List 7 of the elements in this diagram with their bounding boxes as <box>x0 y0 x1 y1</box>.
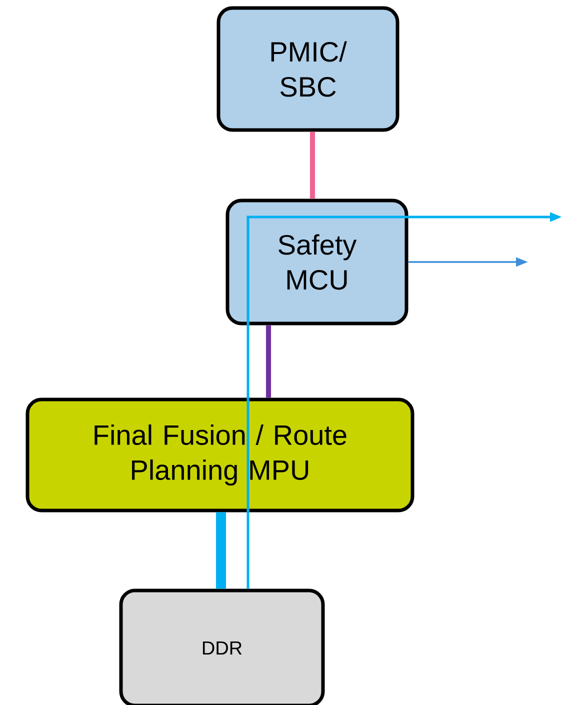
connector-line <box>266 325 271 398</box>
process-box: DDR <box>119 588 325 705</box>
process-box: Final Fusion / Route Planning MPU <box>26 398 414 512</box>
connector-line <box>216 512 226 589</box>
process-box: PMIC/ SBC <box>216 6 400 132</box>
process-box: Safety MCU <box>226 198 408 326</box>
connector-line <box>310 132 315 199</box>
